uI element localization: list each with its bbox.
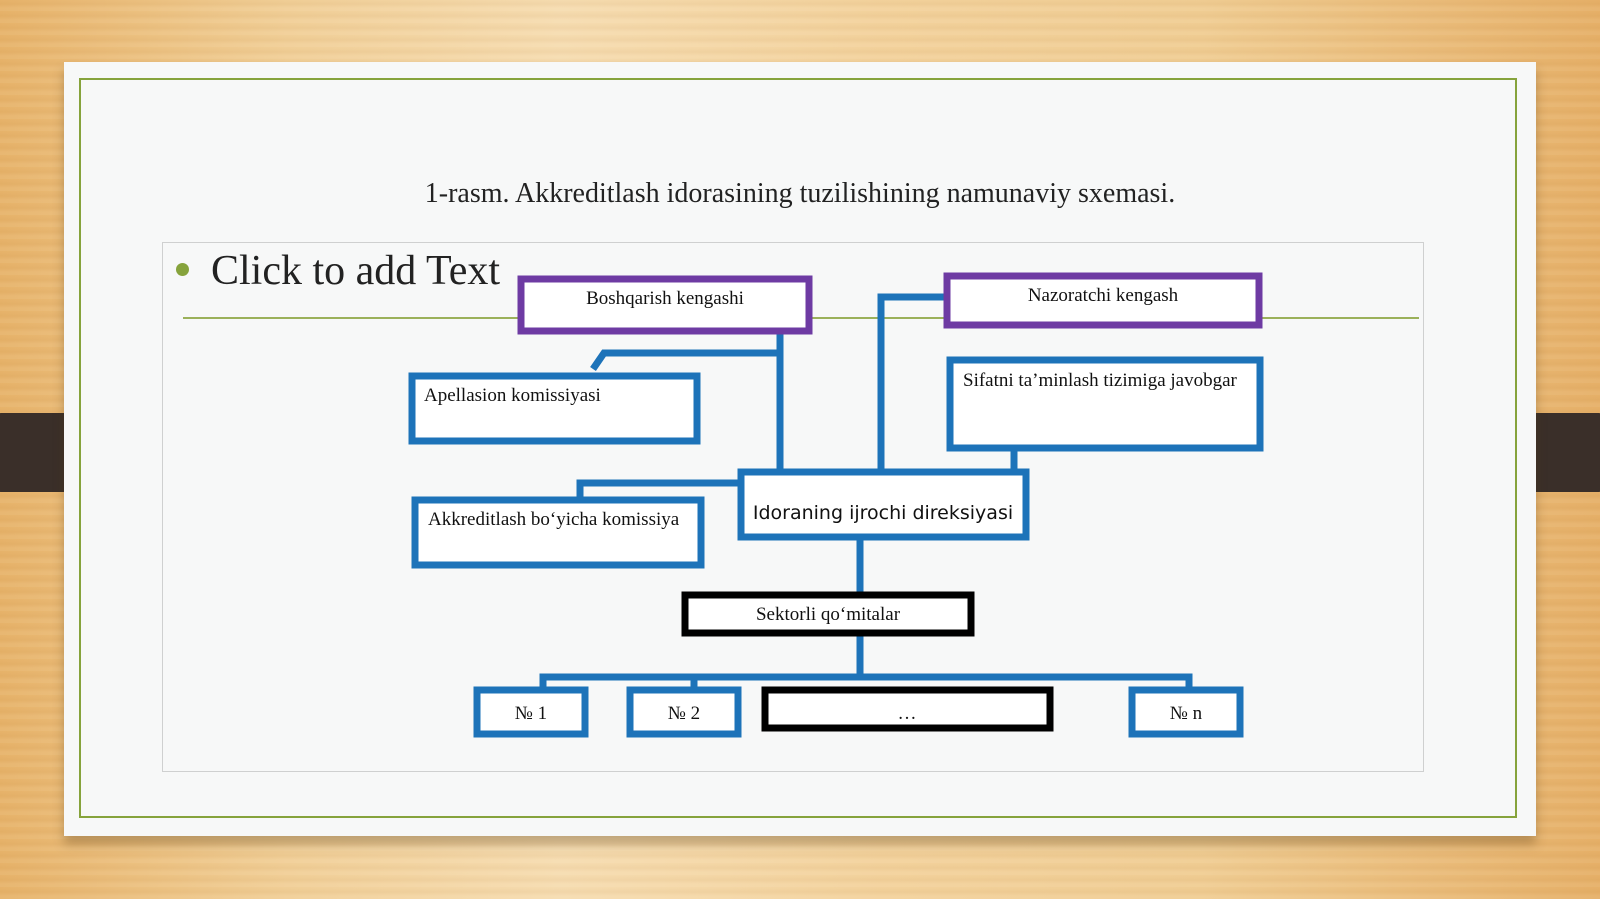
box-sektorli: Sektorli qo‘mitalar: [681, 591, 975, 637]
org-chart: Boshqarish kengashi Nazoratchi kengash A…: [408, 272, 1264, 738]
box-sifat-label: Sifatni ta’minlash tizimiga javobgar: [963, 370, 1238, 391]
box-boshqarish-label: Boshqarish kengashi: [586, 288, 744, 309]
bullet-dot: [176, 263, 189, 276]
box-ijrochi-label: Idoraning ijrochi direksiyasi: [753, 502, 1013, 524]
connector-nazorat-ijrochi: [877, 293, 944, 472]
box-n2-label: № 2: [668, 703, 700, 724]
slide: 1-rasm. Akkreditlash idorasining tuzilis…: [64, 62, 1536, 836]
connector-bus: [539, 673, 1193, 690]
box-dots: …: [761, 686, 1054, 732]
box-sektorli-label: Sektorli qo‘mitalar: [756, 604, 901, 625]
placeholder-text[interactable]: Click to add Text: [211, 248, 501, 294]
box-akkreditlash: Akkreditlash bo‘yicha komissiya: [411, 496, 705, 569]
box-n1-label: № 1: [515, 703, 547, 724]
box-nazoratchi: Nazoratchi kengash: [943, 272, 1263, 329]
connectors: [539, 293, 1193, 690]
box-akkreditlash-label: Akkreditlash bo‘yicha komissiya: [428, 509, 680, 530]
box-n1: № 1: [473, 686, 589, 738]
box-dots-label: …: [898, 703, 917, 724]
box-nn-label: № n: [1170, 703, 1203, 724]
box-nazoratchi-label: Nazoratchi kengash: [1028, 285, 1179, 306]
box-apellasion-label: Apellasion komissiyasi: [424, 385, 601, 406]
slide-frame: [79, 78, 1517, 818]
box-sifat: Sifatni ta’minlash tizimiga javobgar: [946, 356, 1264, 452]
connector-ijrochi-akkreditlash: [576, 479, 754, 499]
box-boshqarish: Boshqarish kengashi: [517, 275, 813, 335]
box-n2: № 2: [626, 686, 742, 738]
slide-caption: 1-rasm. Akkreditlash idorasining tuzilis…: [424, 178, 1176, 209]
box-apellasion: Apellasion komissiyasi: [408, 372, 701, 445]
connector-boshqarish-apellasion: [590, 349, 780, 371]
box-nn: № n: [1128, 686, 1244, 738]
box-ijrochi: Idoraning ijrochi direksiyasi: [737, 468, 1030, 541]
